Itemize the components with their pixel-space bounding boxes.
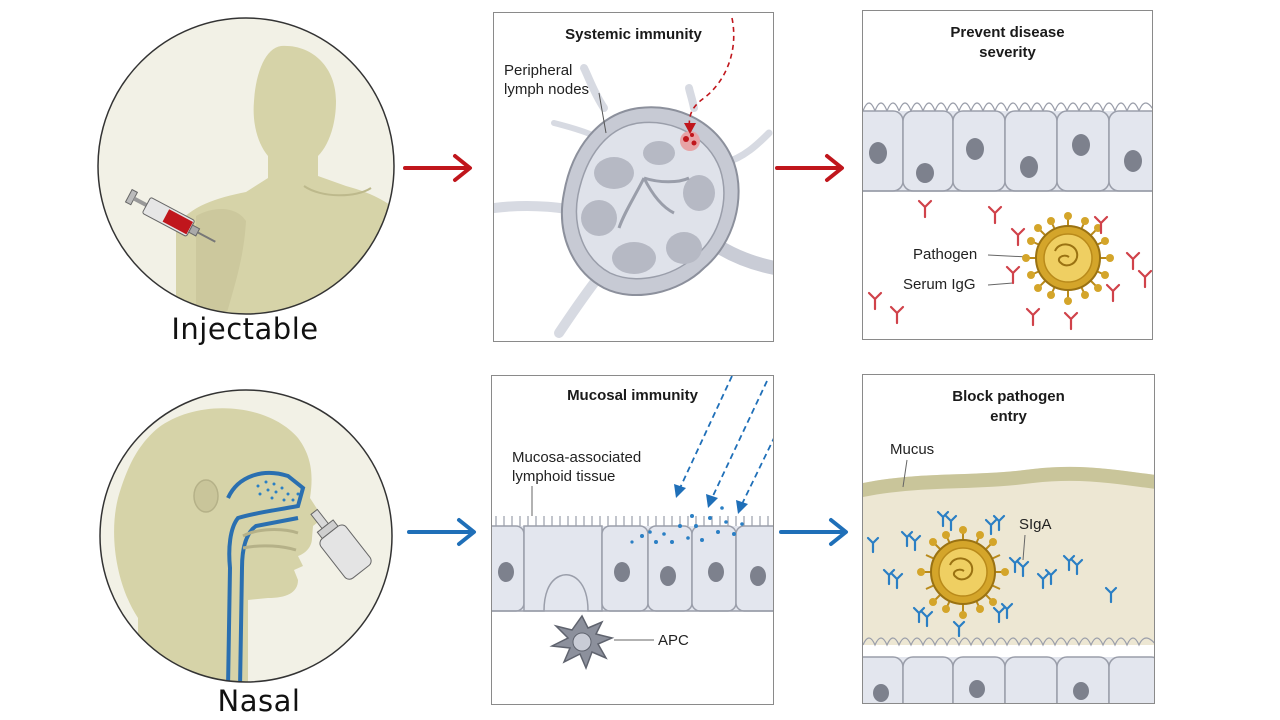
epithelium-pathogen-illustration xyxy=(863,102,1152,331)
injectable-label: Injectable xyxy=(171,312,319,346)
mucosal-tissue-illustration xyxy=(492,376,773,671)
nasal-spray-icon xyxy=(300,505,380,585)
lymph-node-illustration xyxy=(494,17,773,338)
malt-label: Mucosa-associated lymphoid tissue xyxy=(512,449,642,485)
mucosal-immunity-title: Mucosal immunity xyxy=(567,387,698,404)
siga-label: SIgA xyxy=(1019,516,1052,533)
mucus-label: Mucus xyxy=(890,441,935,458)
block-pathogen-title: Block pathogen entry xyxy=(952,388,1065,425)
mucus-siga-illustration xyxy=(863,459,1154,703)
nasal-arrow-2 xyxy=(779,517,851,547)
block-pathogen-panel: Block pathogen entry Mucus SIgA xyxy=(862,374,1155,704)
systemic-immunity-title: Systemic immunity xyxy=(565,26,702,43)
syringe-icon xyxy=(110,180,220,250)
apc-label: APC xyxy=(658,632,689,649)
nasal-arrow-1 xyxy=(407,517,479,547)
peripheral-lymph-nodes-label: Peripheral lymph nodes xyxy=(504,62,590,98)
prevent-disease-panel: Prevent disease severity Pathogen Serum … xyxy=(862,10,1153,340)
nasal-label: Nasal xyxy=(217,684,301,718)
nasal-illustration xyxy=(98,388,394,684)
prevent-disease-title: Prevent disease severity xyxy=(950,24,1065,61)
serum-igg-label: Serum IgG xyxy=(903,276,976,293)
pathogen-label: Pathogen xyxy=(913,246,978,263)
injectable-illustration xyxy=(96,16,396,316)
systemic-immunity-panel: Systemic immunity Peripheral lymph nodes xyxy=(493,12,774,342)
injectable-arrow-1 xyxy=(403,153,475,183)
injectable-arrow-2 xyxy=(775,153,847,183)
mucosal-immunity-panel: Mucosal immunity Mucosa-associated lymph… xyxy=(491,375,774,705)
